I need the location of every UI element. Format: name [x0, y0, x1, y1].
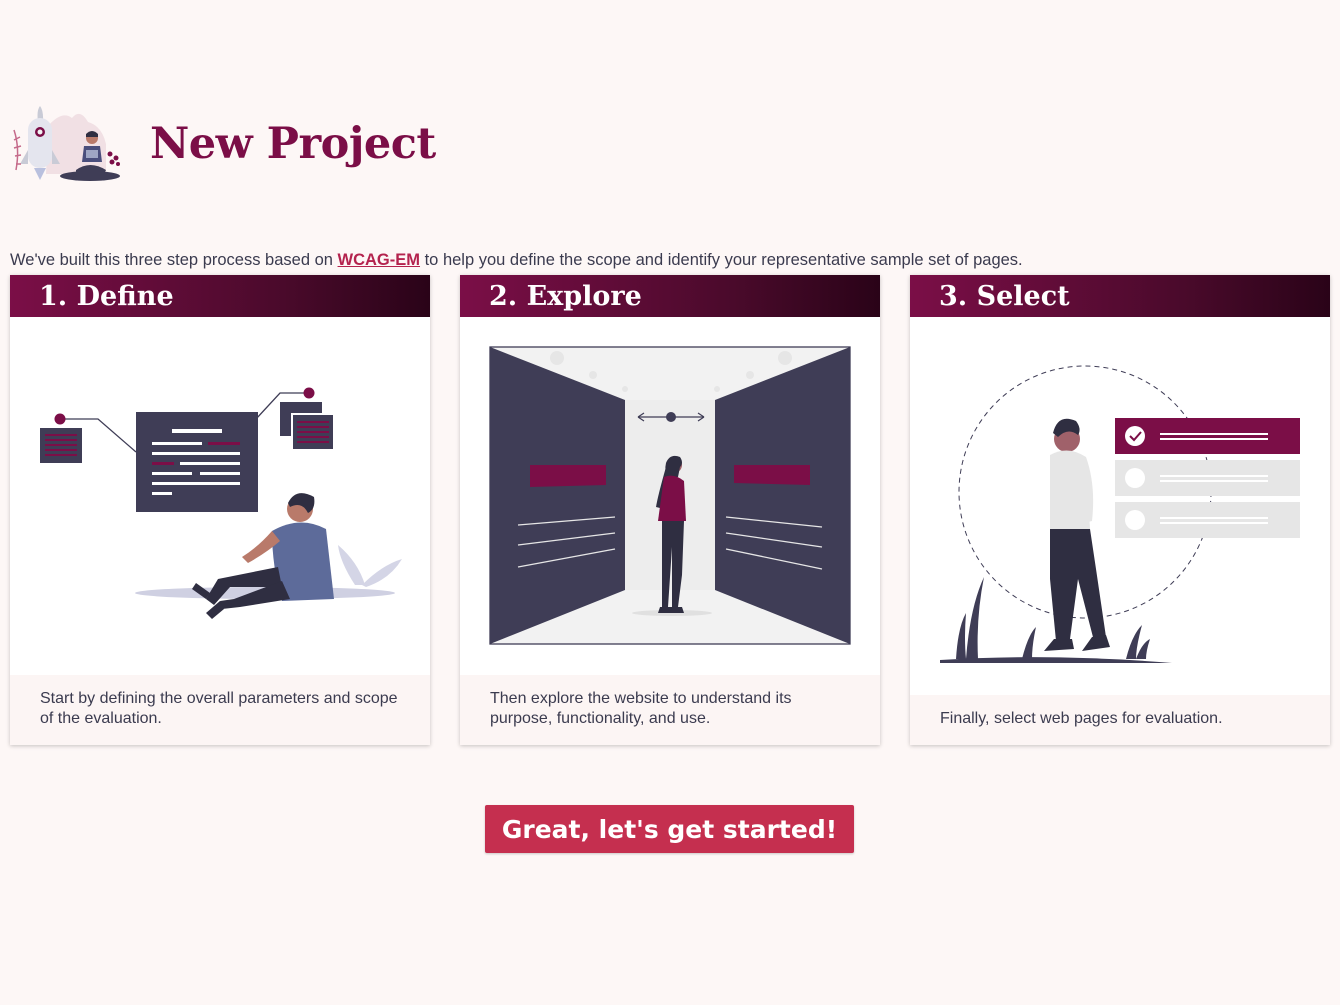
get-started-button[interactable]: Great, let's get started! — [485, 805, 854, 853]
person-thinking-documents-illustration-icon — [40, 387, 402, 619]
step-title-select: 3. Select — [939, 280, 1070, 312]
step-card-select: 3. Select — [910, 275, 1330, 745]
step-title-explore: 2. Explore — [489, 280, 642, 312]
woman-in-corridor-illustration-icon — [489, 346, 851, 645]
steps-list: 1. Define — [10, 275, 1330, 745]
wcag-em-link[interactable]: WCAG-EM — [337, 250, 421, 269]
step-card-header: 3. Select — [910, 275, 1330, 317]
page-header: New Project — [10, 104, 436, 184]
step-card-header: 1. Define — [10, 275, 430, 317]
step-description-explore: Then explore the website to understand i… — [460, 675, 880, 745]
step-card-define: 1. Define — [10, 275, 430, 745]
intro-text: We've built this three step process base… — [10, 251, 1023, 270]
step-description-define: Start by defining the overall parameters… — [10, 675, 430, 745]
man-selecting-checklist-illustration-icon — [940, 365, 1300, 663]
step-card-header: 2. Explore — [460, 275, 880, 317]
intro-text-before: We've built this three step process base… — [10, 250, 338, 269]
step-card-explore: 2. Explore — [460, 275, 880, 745]
page-title: New Project — [150, 119, 436, 169]
step-description-select: Finally, select web pages for evaluation… — [910, 695, 1330, 745]
rocket-person-illustration-icon — [13, 106, 120, 181]
intro-text-after: to help you define the scope and identif… — [420, 250, 1023, 269]
step-title-define: 1. Define — [39, 280, 174, 312]
